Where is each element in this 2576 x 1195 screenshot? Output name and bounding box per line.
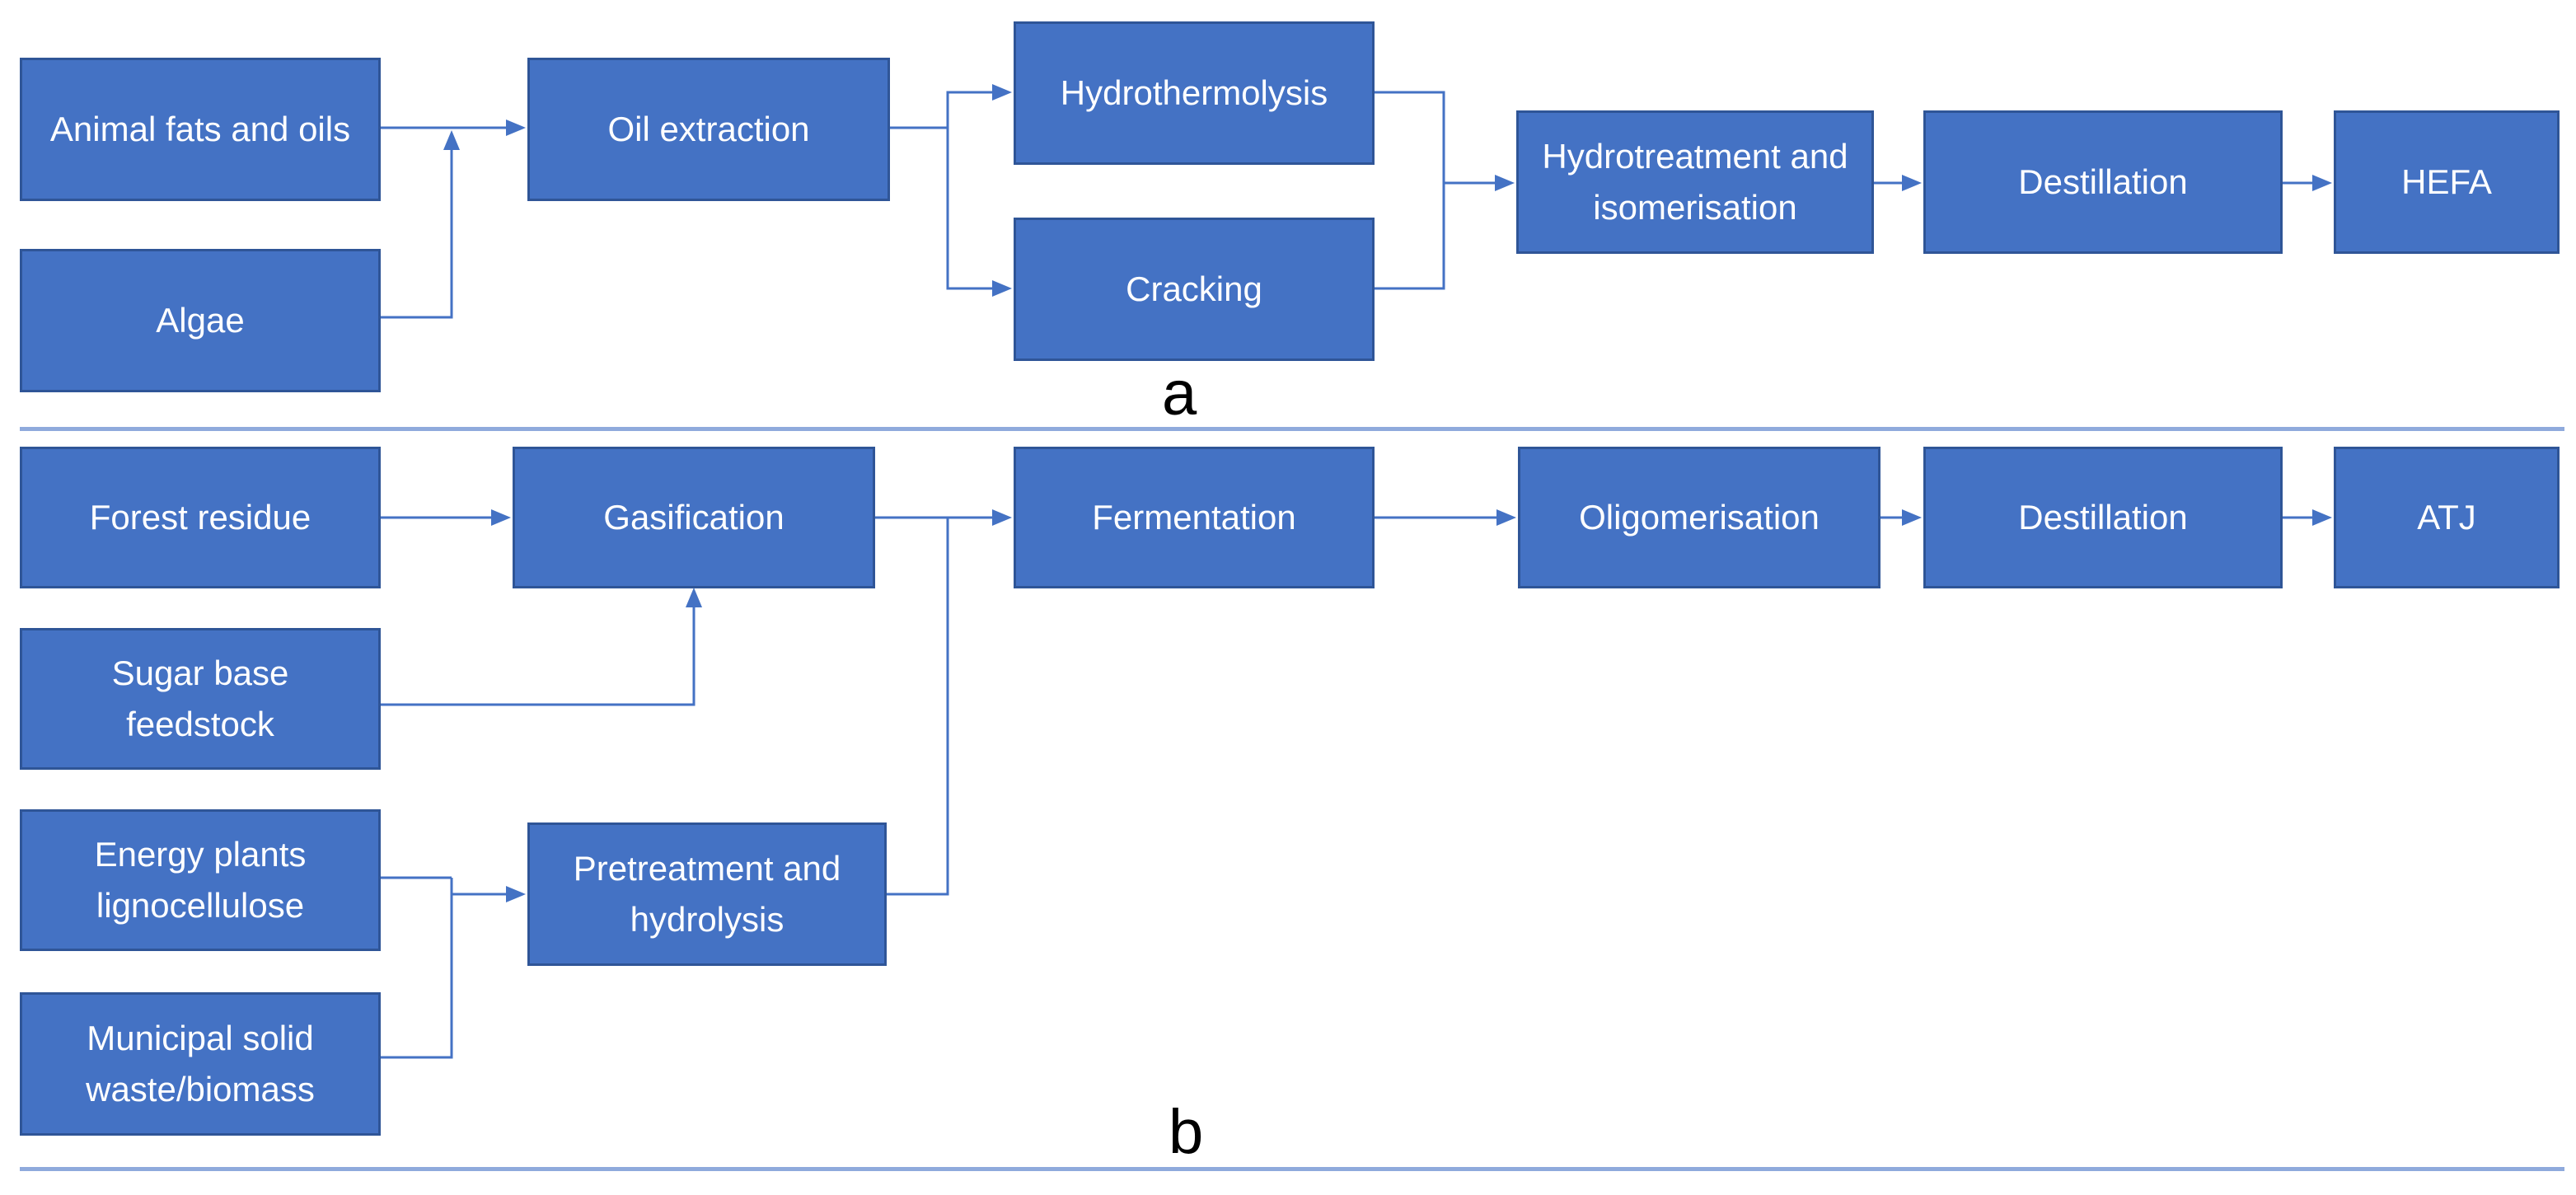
node-label: Oligomerisation xyxy=(1579,498,1820,537)
divider-a xyxy=(20,427,2564,431)
arrowhead xyxy=(992,280,1012,297)
arrowhead xyxy=(1902,509,1922,526)
node-hefa: HEFA xyxy=(2334,110,2560,254)
node-label: Destillation xyxy=(2018,498,2188,537)
arrowhead xyxy=(1902,175,1922,191)
node-sugar-base-feedstock: Sugar base feedstock xyxy=(20,628,381,770)
connector-to-hydrothermolysis xyxy=(946,91,995,128)
panel-label-b: b xyxy=(1169,1097,1204,1167)
node-destillation-b: Destillation xyxy=(1923,447,2283,588)
arrowhead xyxy=(506,886,526,902)
node-label: Cracking xyxy=(1126,269,1262,308)
panel-label-a: a xyxy=(1162,358,1197,429)
node-label: Municipal solid waste/biomass xyxy=(86,1019,315,1108)
connector-to-cracking xyxy=(946,128,995,290)
node-atj: ATJ xyxy=(2334,447,2560,588)
connector-hydrothermolysis-merge xyxy=(1375,91,1445,290)
node-animal-fats-and-oils: Animal fats and oils xyxy=(20,58,381,201)
node-label: Pretreatment and hydrolysis xyxy=(573,849,841,939)
node-label: Oil extraction xyxy=(607,110,810,148)
node-label: Sugar base feedstock xyxy=(111,654,289,743)
node-fermentation: Fermentation xyxy=(1014,447,1375,588)
arrowhead xyxy=(686,588,702,607)
node-label: Algae xyxy=(156,301,245,340)
node-label: Energy plants lignocellulose xyxy=(94,835,307,925)
arrowhead xyxy=(1496,509,1516,526)
node-energy-plants-lignocellulose: Energy plants lignocellulose xyxy=(20,809,381,951)
node-label: Animal fats and oils xyxy=(49,110,351,148)
node-label: ATJ xyxy=(2417,498,2476,537)
node-oil-extraction: Oil extraction xyxy=(527,58,890,201)
node-label: Hydrotreatment and isomerisation xyxy=(1542,137,1848,227)
arrowhead xyxy=(992,509,1012,526)
arrowhead xyxy=(1495,175,1515,191)
connector-sugar-base-to-gasification xyxy=(381,606,696,706)
arrowhead xyxy=(443,130,460,150)
arrowhead xyxy=(506,120,526,136)
node-hydrotreatment-and-isomerisation: Hydrotreatment and isomerisation xyxy=(1516,110,1874,254)
node-label: Gasification xyxy=(603,498,785,537)
node-gasification: Gasification xyxy=(513,447,875,588)
arrowhead xyxy=(491,509,511,526)
node-forest-residue: Forest residue xyxy=(20,447,381,588)
node-label: HEFA xyxy=(2401,162,2492,201)
arrowhead xyxy=(2312,509,2332,526)
divider-b xyxy=(20,1167,2564,1171)
node-oligomerisation: Oligomerisation xyxy=(1518,447,1880,588)
node-label: Hydrothermolysis xyxy=(1060,73,1328,112)
connector-pretreatment-to-fermentation xyxy=(887,518,949,896)
arrowhead xyxy=(2312,175,2332,191)
connector-municipal-to-pretreatment xyxy=(381,878,453,1059)
node-pretreatment-and-hydrolysis: Pretreatment and hydrolysis xyxy=(527,822,887,966)
node-municipal-solid-waste-biomass: Municipal solid waste/biomass xyxy=(20,992,381,1136)
node-algae: Algae xyxy=(20,249,381,392)
node-label: Fermentation xyxy=(1092,498,1296,537)
node-label: Forest residue xyxy=(89,498,311,537)
node-hydrothermolysis: Hydrothermolysis xyxy=(1014,21,1375,165)
connector-algae-to-oil-extraction xyxy=(381,148,453,319)
node-label: Destillation xyxy=(2018,162,2188,201)
node-destillation-a: Destillation xyxy=(1923,110,2283,254)
node-cracking: Cracking xyxy=(1014,218,1375,361)
arrowhead xyxy=(992,84,1012,101)
